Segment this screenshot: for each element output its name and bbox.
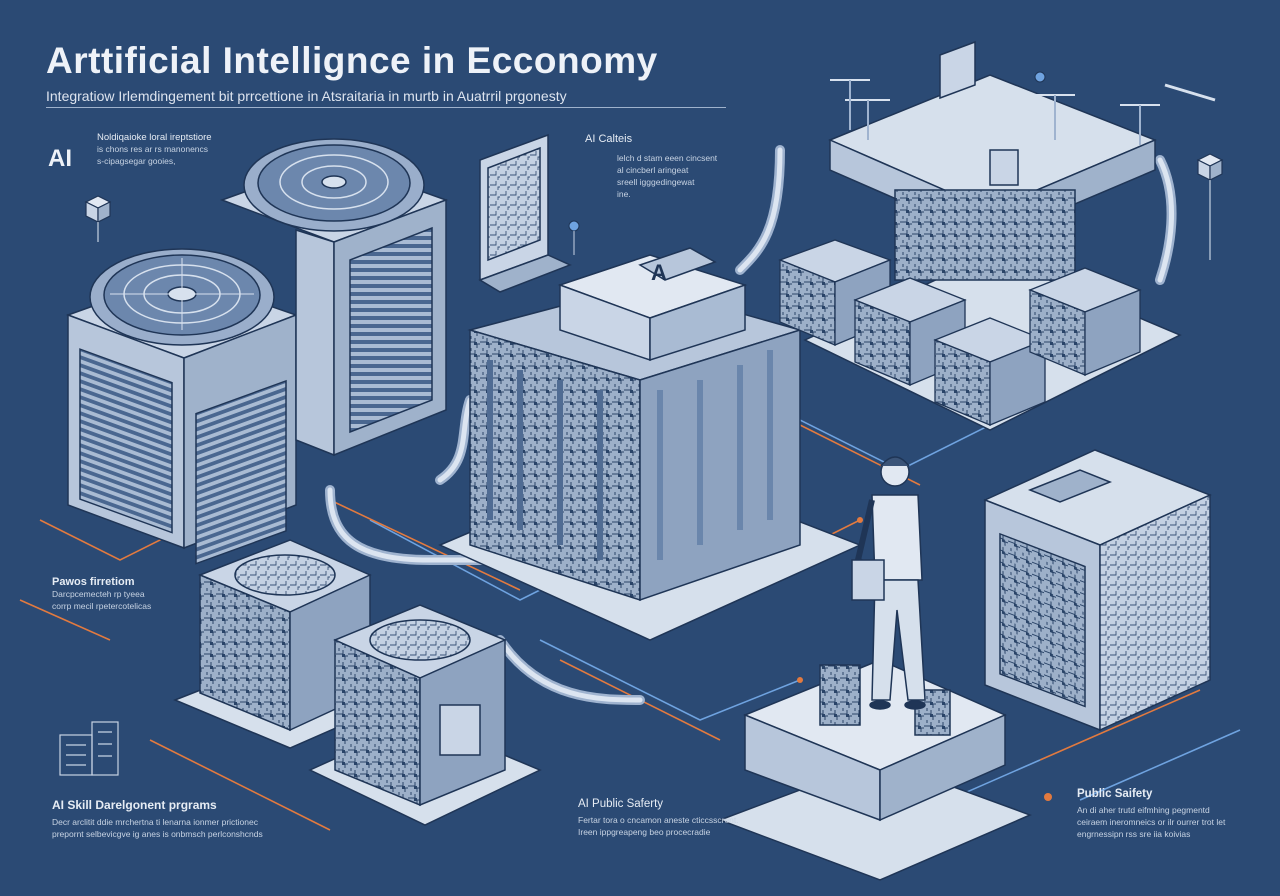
building-icon (59, 721, 119, 776)
label-skill-line-2: prepornt selbevicgve ig anes is onbmsch … (52, 829, 263, 839)
label-ai-calteis: lelch d stam eeen cincsent al cincberl a… (617, 152, 717, 200)
sensor-icon-left (84, 195, 112, 242)
drone-rotors (830, 79, 1216, 145)
ai-mark: AI (48, 145, 72, 172)
label-power-title: Pawos firretiom (52, 576, 135, 588)
label-ai-calteis-line-1: lelch d stam eeen cincsent (617, 153, 718, 163)
page-subtitle: Integratiow Irlemdingement bit prrcettio… (46, 88, 567, 104)
ai-core-cube (438, 247, 862, 641)
label-ai-calteis-title: AI Calteis (585, 133, 632, 145)
pin-icons (568, 71, 1046, 255)
label-skill: AI Skill Darelgonent prgrams Decr arclit… (52, 798, 263, 840)
subtitle-divider (46, 107, 726, 108)
label-power-line-1: Darcpcemecteh rp tyeea (52, 589, 145, 599)
label-top-left-line-2: s-cipagsegar gooies, (97, 156, 176, 166)
person-figure (851, 456, 926, 710)
pipes (325, 145, 1177, 705)
cube-badge: A (651, 260, 667, 285)
page-title: Arttificial Intellignce in Ecconomy (46, 40, 658, 81)
machinery-platform (717, 659, 1033, 881)
label-public-ai-line-2: Ireen ippgreapeng beo procecradie (578, 827, 711, 837)
label-ai-calteis-line-2: al cincberl aringeat (617, 165, 689, 175)
label-ai-calteis-heading: AI Calteis (585, 133, 633, 145)
label-public-ai: AI Public Saferty Fertar tora o cncamon … (578, 798, 739, 838)
label-top-left: Noldiqaioke loral ireptstiore is chons r… (97, 132, 212, 167)
label-ai-calteis-line-3: sreell igggedingewat (617, 177, 695, 187)
server-cube-right (308, 604, 542, 826)
control-cabinet (983, 449, 1212, 732)
label-public-line-2: ceiraem ineromneics or ilr ourrer trot l… (1077, 817, 1226, 827)
label-public-title: Public Saifety (1077, 788, 1153, 800)
tablet-device (478, 133, 572, 293)
label-ai-calteis-line-4: ine. (617, 189, 631, 199)
label-public-line-1: An di aher trutd eifmhing pegmentd (1077, 805, 1210, 815)
sensor-icon-right (1196, 153, 1224, 260)
label-power: Pawos firretiom Darcpcemecteh rp tyeea c… (52, 576, 151, 612)
label-public-ai-line-1: Fertar tora o cncamon aneste cticcsscren… (578, 815, 739, 825)
label-skill-line-1: Decr arclitit ddie mrchertna ti lenarna … (52, 817, 258, 827)
label-skill-title: AI Skill Darelgonent prgrams (52, 798, 217, 812)
label-top-left-line-1: is chons res ar rs manonencs (97, 144, 209, 154)
fan-unit-front (65, 248, 299, 565)
label-power-line-2: corrp mecil rpetercotelicas (52, 601, 152, 611)
label-top-left-title: Noldiqaioke loral ireptstiore (97, 132, 212, 143)
label-public-line-3: engrnessipn rss sre iia koivias (1077, 829, 1191, 839)
drone-platform-cubes (778, 239, 1142, 426)
fan-unit-back (219, 138, 449, 457)
label-public: Public Saifety An di aher trutd eifmhing… (1077, 788, 1225, 840)
label-public-ai-title: AI Public Saferty (578, 798, 664, 810)
